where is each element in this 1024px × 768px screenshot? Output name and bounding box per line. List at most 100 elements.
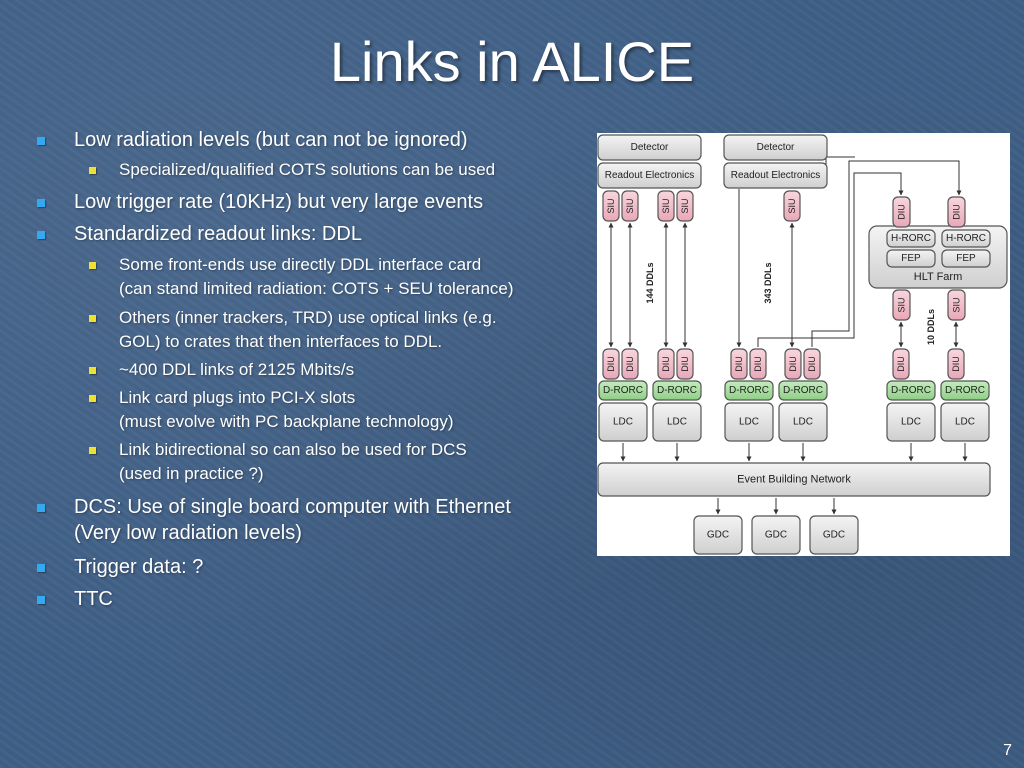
siu-box-label: SIU <box>625 198 635 213</box>
diu-box-label: DIU <box>897 204 907 220</box>
sub-bullet-text: ~400 DDL links of 2125 Mbits/s <box>119 358 354 382</box>
bullet-line: Link bidirectional so can also be used f… <box>119 440 467 459</box>
drorc-box <box>778 380 828 401</box>
diu-box-label: DIU <box>807 356 817 372</box>
sub-bullet-text: Some front-ends use directly DDL interfa… <box>119 253 513 301</box>
diu-box-label: DIU <box>661 356 671 372</box>
siu-box <box>657 190 675 222</box>
bullet-marker <box>37 231 45 239</box>
bullet-line: GOL) to crates that then interfaces to D… <box>119 332 443 351</box>
bullet-text: TTC <box>74 586 113 612</box>
siu-box <box>602 190 620 222</box>
bullet-marker <box>37 199 45 207</box>
bullet-line: (used in practice ?) <box>119 464 264 483</box>
siu-box <box>676 190 694 222</box>
bullet-marker <box>37 504 45 512</box>
bullet-line: Specialized/qualified COTS solutions can… <box>119 160 496 179</box>
page-number: 7 <box>1003 742 1012 759</box>
diu-box <box>749 348 767 380</box>
connector-line <box>825 156 855 175</box>
hrorc-box <box>886 229 936 248</box>
sub-bullet-marker <box>89 395 96 402</box>
drorc-box-label: D-RORC <box>891 385 931 396</box>
bullet-marker <box>37 596 45 604</box>
readout-electronics-box <box>597 162 702 189</box>
ldc-box-label: LDC <box>955 417 975 428</box>
readout-electronics-box-label: Readout Electronics <box>605 170 695 181</box>
drorc-box <box>940 380 990 401</box>
event-building-network-box-label: Event Building Network <box>737 474 851 486</box>
diu-box <box>892 196 911 228</box>
bullet-line: (Very low radiation levels) <box>74 522 302 544</box>
diu-box-label: DIU <box>680 356 690 372</box>
sub-bullet-marker <box>89 367 96 374</box>
ldc-box <box>652 402 702 442</box>
diu-box <box>947 348 965 380</box>
hrorc-box-label: H-RORC <box>891 233 931 244</box>
siu-box-label: SIU <box>952 297 962 312</box>
diu-box-label: DIU <box>625 356 635 372</box>
bullet-line: Others (inner trackers, TRD) use optical… <box>119 308 497 327</box>
sub-bullet-text: Specialized/qualified COTS solutions can… <box>119 158 495 182</box>
bullet-line: DCS: Use of single board computer with E… <box>74 496 511 518</box>
diu-box <box>602 348 620 380</box>
ldc-box <box>598 402 648 442</box>
gdc-box-label: GDC <box>765 530 787 541</box>
sub-bullet-marker <box>89 315 96 322</box>
gdc-box-label: GDC <box>707 530 729 541</box>
siu-box-label: SIU <box>787 198 797 213</box>
ddl-count-label: 343 DDLs <box>763 262 773 303</box>
drorc-box-label: D-RORC <box>783 385 823 396</box>
sub-bullet-marker <box>89 167 96 174</box>
sub-bullet-text: Link bidirectional so can also be used f… <box>119 438 467 486</box>
diu-box-label: DIU <box>788 356 798 372</box>
ldc-box <box>724 402 774 442</box>
siu-box-label: SIU <box>606 198 616 213</box>
sub-bullet-text: Link card plugs into PCI-X slots(must ev… <box>119 386 454 434</box>
bullet-text: Low trigger rate (10KHz) but very large … <box>74 189 483 215</box>
diu-box <box>803 348 821 380</box>
drorc-box-label: D-RORC <box>729 385 769 396</box>
fep-box <box>941 249 991 268</box>
bullet-line: ~400 DDL links of 2125 Mbits/s <box>119 360 355 379</box>
sub-bullet-text: Others (inner trackers, TRD) use optical… <box>119 306 497 354</box>
drorc-box <box>724 380 774 401</box>
ldc-box-label: LDC <box>613 417 633 428</box>
diu-box-label: DIU <box>952 204 962 220</box>
diu-box-label: DIU <box>734 356 744 372</box>
bullet-line: Low trigger rate (10KHz) but very large … <box>74 191 484 213</box>
ldc-box-label: LDC <box>901 417 921 428</box>
bullet-line: Standardized readout links: DDL <box>74 223 362 245</box>
hrorc-box-label: H-RORC <box>946 233 986 244</box>
event-building-network-box <box>597 462 991 497</box>
ldc-box-label: LDC <box>667 417 687 428</box>
bullet-line: (must evolve with PC backplane technolog… <box>119 412 454 431</box>
slide-title: Links in ALICE <box>329 30 695 93</box>
siu-box <box>783 190 801 222</box>
bullet-text: DCS: Use of single board computer with E… <box>74 494 511 546</box>
diu-box <box>621 348 639 380</box>
bullet-line: Some front-ends use directly DDL interfa… <box>119 255 482 274</box>
diu-box <box>947 196 966 228</box>
bullet-marker <box>37 564 45 572</box>
hlt-farm-label: HLT Farm <box>914 271 963 283</box>
bullet-text: Standardized readout links: DDL <box>74 221 362 247</box>
ddl-count-label: 144 DDLs <box>645 262 655 303</box>
diu-box-label: DIU <box>896 356 906 372</box>
siu-box <box>892 289 911 321</box>
ldc-box-label: LDC <box>793 417 813 428</box>
detector-box <box>723 134 828 161</box>
sub-bullet-marker <box>89 447 96 454</box>
bullet-line: TTC <box>74 588 113 610</box>
drorc-box <box>886 380 936 401</box>
bullet-text: Low radiation levels (but can not be ign… <box>74 127 468 153</box>
drorc-box-label: D-RORC <box>603 385 643 396</box>
ldc-box <box>886 402 936 442</box>
diu-box-label: DIU <box>606 356 616 372</box>
siu-box <box>947 289 966 321</box>
ldc-box <box>940 402 990 442</box>
fep-box-label: FEP <box>901 253 921 264</box>
detector-box-label: Detector <box>631 142 669 153</box>
gdc-box <box>693 515 743 555</box>
